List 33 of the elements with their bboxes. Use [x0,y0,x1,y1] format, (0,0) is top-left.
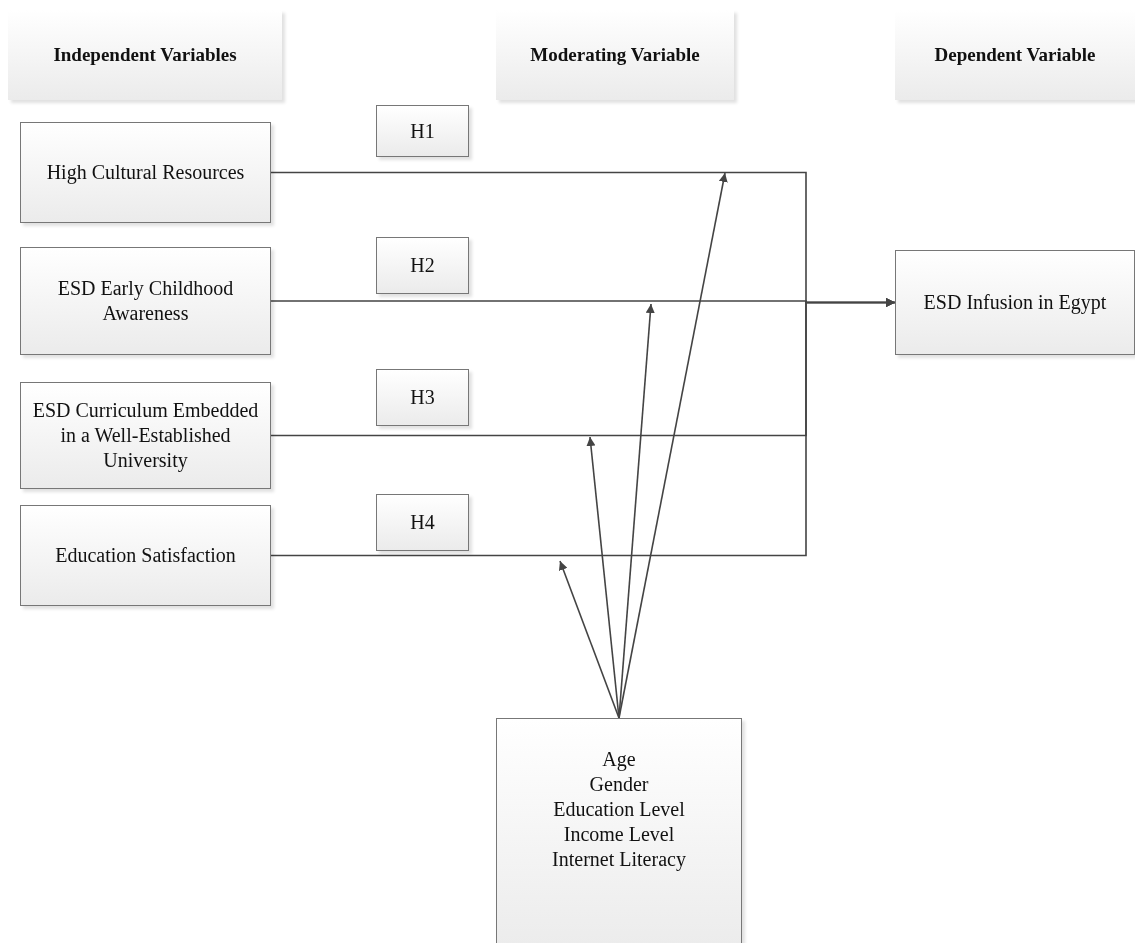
hypothesis-label: H4 [409,510,436,535]
variable-label: Age [601,747,637,772]
hypothesis-box [376,237,469,294]
variable-label: Education Level [552,797,686,822]
column-heading: Dependent Variable [933,43,1097,67]
column-heading: Moderating Variable [529,43,701,67]
variable-box [895,250,1135,355]
variable-label: Gender [588,772,650,797]
connector-arrow [270,298,896,557]
header-box [496,10,734,100]
hypothesis-box [376,369,469,426]
variable-label: Education Satisfaction [54,543,237,568]
variable-label: Income Level [562,822,676,847]
moderator-box [496,718,742,943]
header-box [895,10,1135,100]
hypothesis-label: H1 [409,118,436,144]
header-box [8,10,282,100]
moderator-arrow [586,436,620,719]
variable-label: ESD Early Childhood Awareness [56,276,235,326]
column-heading: Independent Variables [52,43,238,67]
hypothesis-label: H3 [409,385,436,410]
variable-label: ESD Infusion in Egypt [922,290,1108,315]
variable-box [20,382,271,489]
variable-label: High Cultural Resources [45,160,246,185]
hypothesis-box [376,105,469,157]
variable-label: ESD Curriculum Embedded in a Well-Established University [31,398,260,473]
variable-box [20,505,271,606]
variable-box [20,122,271,223]
hypothesis-box [376,494,469,551]
moderator-arrow [558,560,620,719]
hypothesis-label: H2 [409,253,436,278]
variable-box [20,247,271,355]
variable-label: Internet Literacy [551,847,687,872]
